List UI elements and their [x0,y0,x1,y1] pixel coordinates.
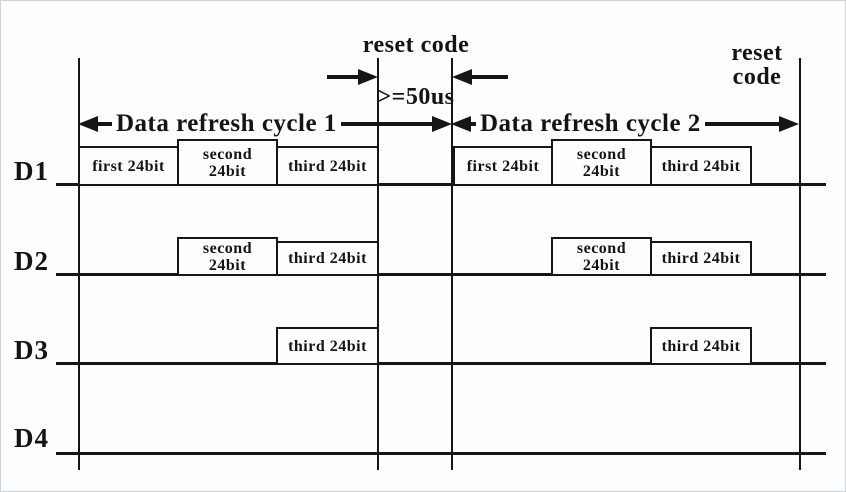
data-box-d2-c2-third: third 24bit [650,241,752,276]
signal-label-d1: D1 [14,156,49,186]
data-box-d2-c1-second: second 24bit [177,237,278,276]
cycle2-shaft-left [471,122,476,126]
cycle1-label: Data refresh cycle 1 [116,110,337,137]
data-box-d2-c2-second: second 24bit [551,237,652,276]
frame-end-line [799,58,801,470]
data-box-d3-c2-third: third 24bit [650,327,752,365]
arrowhead-right-icon [779,116,799,132]
reset-end-line [451,58,453,470]
signal-label-d4: D4 [14,423,49,453]
frame-start-line [78,58,80,470]
reset-arrow-right-shaft [470,75,508,79]
arrowhead-left-icon [452,69,472,85]
data-box-d1-c2-first: first 24bit [453,146,553,186]
data-box-d1-c1-third: third 24bit [276,146,379,186]
data-box-d1-c1-first: first 24bit [78,146,179,186]
signal-baseline-d4 [56,452,826,455]
cycle2-label: Data refresh cycle 2 [480,110,701,137]
signal-baseline-d3 [56,362,826,365]
reset-code-right-annotation: reset code [731,40,783,90]
data-box-d3-c1-third: third 24bit [276,327,379,365]
cycle1-shaft-right [340,122,432,126]
reset-code-title: reset code [362,32,470,58]
data-box-d1-c2-second: second 24bit [551,139,652,186]
cycle1-span-arrow: Data refresh cycle 1 [78,108,452,140]
arrowhead-right-icon [358,69,378,85]
cycle2-span-arrow: Data refresh cycle 2 [451,108,799,140]
signal-baseline-d1 [56,183,826,186]
signal-label-d3: D3 [14,335,49,365]
arrowhead-left-icon [78,116,98,132]
reset-duration-value: >=50us [377,84,455,110]
signal-label-d2: D2 [14,246,49,276]
data-box-d2-c1-third: third 24bit [276,241,379,276]
arrowhead-right-icon [432,116,452,132]
reset-duration-annotation: reset code >=50us [331,6,501,136]
arrowhead-left-icon [451,116,471,132]
signal-baseline-d2 [56,273,826,276]
cycle2-shaft-right [704,122,779,126]
cycle1-shaft-left [98,122,112,126]
data-box-d1-c2-third: third 24bit [650,146,752,186]
reset-arrow-left-shaft [327,75,359,79]
data-box-d1-c1-second: second 24bit [177,139,278,186]
